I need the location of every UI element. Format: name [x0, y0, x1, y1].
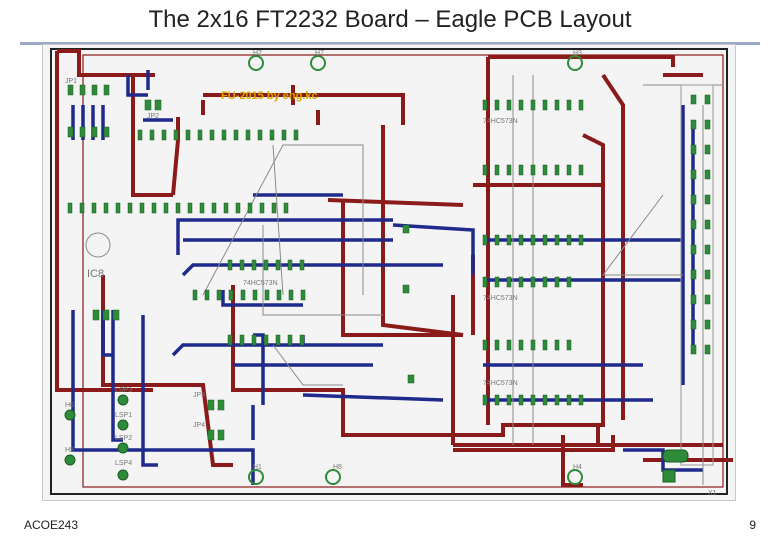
label-chip1: 74HC573N [483, 118, 518, 125]
mounting-holes [64, 55, 583, 485]
pcb-layout-image: FU-2015 by eng.kc H2 H7 H3 H1 H8 H4 H5 H… [42, 44, 736, 501]
label-jp2: JP2 [147, 113, 159, 120]
label-jp3: JP3 [193, 392, 205, 399]
label-chip3: 74HC573N [483, 295, 518, 302]
label-h7: H7 [315, 50, 324, 57]
label-h2: H2 [253, 50, 262, 57]
label-h4: H4 [573, 464, 582, 471]
label-jp1: JP1 [65, 78, 77, 85]
label-h6: H6 [65, 402, 74, 409]
label-h1: H1 [253, 464, 262, 471]
label-lsp3: LSP3 [115, 387, 132, 394]
crystal-pad [662, 469, 676, 483]
board-outline [50, 48, 728, 495]
top-layer-traces [55, 49, 733, 487]
label-lsp2: LSP2 [115, 435, 132, 442]
bottom-layer-traces [71, 70, 703, 485]
pcb-svg: FU-2015 by eng.kc H2 H7 H3 H1 H8 H4 H5 H… [50, 48, 733, 497]
label-lsp4: LSP4 [115, 460, 132, 467]
label-h5: H5 [65, 447, 74, 454]
label-jp4: JP4 [193, 422, 205, 429]
slide-title: The 2x16 FT2232 Board – Eagle PCB Layout [148, 6, 632, 33]
silkscreen-title: FU-2015 by eng.kc [221, 90, 318, 102]
label-ic8: IC8 [87, 268, 104, 280]
label-h3: H3 [573, 50, 582, 57]
label-lsp1: LSP1 [115, 412, 132, 419]
connector-outline [680, 84, 714, 466]
crystal-x1 [662, 449, 689, 463]
page-number: 9 [749, 518, 756, 532]
board-edge [82, 54, 724, 488]
label-h8: H8 [333, 464, 342, 471]
pad-rows [67, 84, 711, 441]
label-x1: X1 [708, 490, 717, 497]
title-underline [20, 42, 760, 45]
footer-course-code: ACOE243 [24, 518, 79, 532]
label-chip2: 74HC573N [243, 280, 278, 287]
label-chip4: 74HC573N [483, 380, 518, 387]
